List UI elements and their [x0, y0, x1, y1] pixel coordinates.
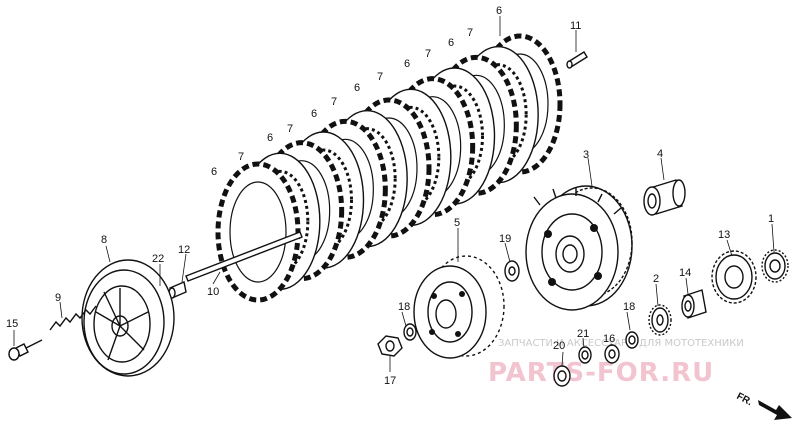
callout-6f: 6	[267, 132, 273, 144]
callout-7f: 7	[238, 151, 244, 163]
friction-disc	[215, 161, 301, 303]
watermark-brand: PARTS-FOR.RU	[488, 358, 714, 388]
callout-3: 3	[583, 149, 589, 161]
part-18-washer-left	[403, 323, 417, 341]
part-18-washer-right	[625, 331, 639, 349]
callout-22: 22	[152, 253, 164, 265]
callout-6a: 6	[496, 5, 502, 17]
callout-9: 9	[55, 292, 61, 304]
callout-6g: 6	[211, 166, 217, 178]
callout-4: 4	[657, 148, 663, 160]
part-20-bearing	[553, 365, 571, 387]
callout-18b: 18	[623, 301, 635, 313]
part-3-clutch-outer	[525, 185, 633, 311]
callout-13: 13	[718, 229, 730, 241]
callout-17: 17	[384, 375, 396, 387]
callout-labels: 1 2 3 4 5 6 6 6 6 6 6 6 7 7 7 7 7 7 8 9 …	[6, 5, 774, 387]
callout-7a: 7	[467, 27, 473, 39]
watermark-subtitle: ЗАПЧАСТИ И АКСЕССУАРЫ ДЛЯ МОТОТЕХНИКИ	[498, 338, 744, 349]
part-2-sprocket	[648, 304, 672, 336]
callout-6b: 6	[448, 37, 454, 49]
callout-16: 16	[603, 333, 615, 345]
callout-8: 8	[101, 234, 107, 246]
callout-19: 19	[499, 233, 511, 245]
callout-18a: 18	[398, 301, 410, 313]
callout-2: 2	[653, 273, 659, 285]
callout-5: 5	[454, 217, 460, 229]
part-11-pin	[566, 51, 588, 69]
callout-7e: 7	[287, 123, 293, 135]
callout-14: 14	[679, 267, 691, 279]
callout-15: 15	[6, 318, 18, 330]
part-19-washer	[504, 260, 520, 282]
callout-6c: 6	[404, 58, 410, 70]
callout-6e: 6	[311, 108, 317, 120]
part-16-nut	[604, 344, 620, 364]
part-1-gear	[761, 249, 789, 283]
callout-10: 10	[207, 286, 219, 298]
front-direction-label: FR.	[735, 391, 755, 408]
part-14-bushing	[681, 289, 707, 319]
callout-20: 20	[553, 340, 565, 352]
callout-21: 21	[577, 328, 589, 340]
callout-11: 11	[570, 20, 581, 32]
callout-12: 12	[178, 244, 190, 256]
front-direction-arrow-icon	[758, 400, 792, 420]
callout-6d: 6	[354, 82, 360, 94]
part-5-clutch-center	[413, 255, 505, 359]
front-direction-indicator: FR.	[735, 391, 792, 420]
part-17-nut	[377, 335, 403, 357]
part-12-lifter-piece	[168, 281, 187, 299]
watermark: ЗАПЧАСТИ И АКСЕССУАРЫ ДЛЯ МОТОТЕХНИКИ PA…	[488, 338, 744, 388]
part-15-bolt	[8, 339, 43, 361]
part-21-washer	[578, 346, 592, 364]
part-8-pressure-plate	[81, 259, 175, 377]
clutch-plate-stack	[215, 33, 563, 303]
part-13-gear	[711, 250, 757, 304]
callout-7d: 7	[331, 96, 337, 108]
part-4-collar	[643, 179, 686, 216]
part-9-spring	[49, 305, 97, 331]
part-10-push-rod	[185, 231, 303, 282]
callout-1: 1	[768, 213, 774, 225]
callout-7b: 7	[425, 48, 431, 60]
callout-7c: 7	[377, 71, 383, 83]
leader-lines	[13, 16, 775, 372]
